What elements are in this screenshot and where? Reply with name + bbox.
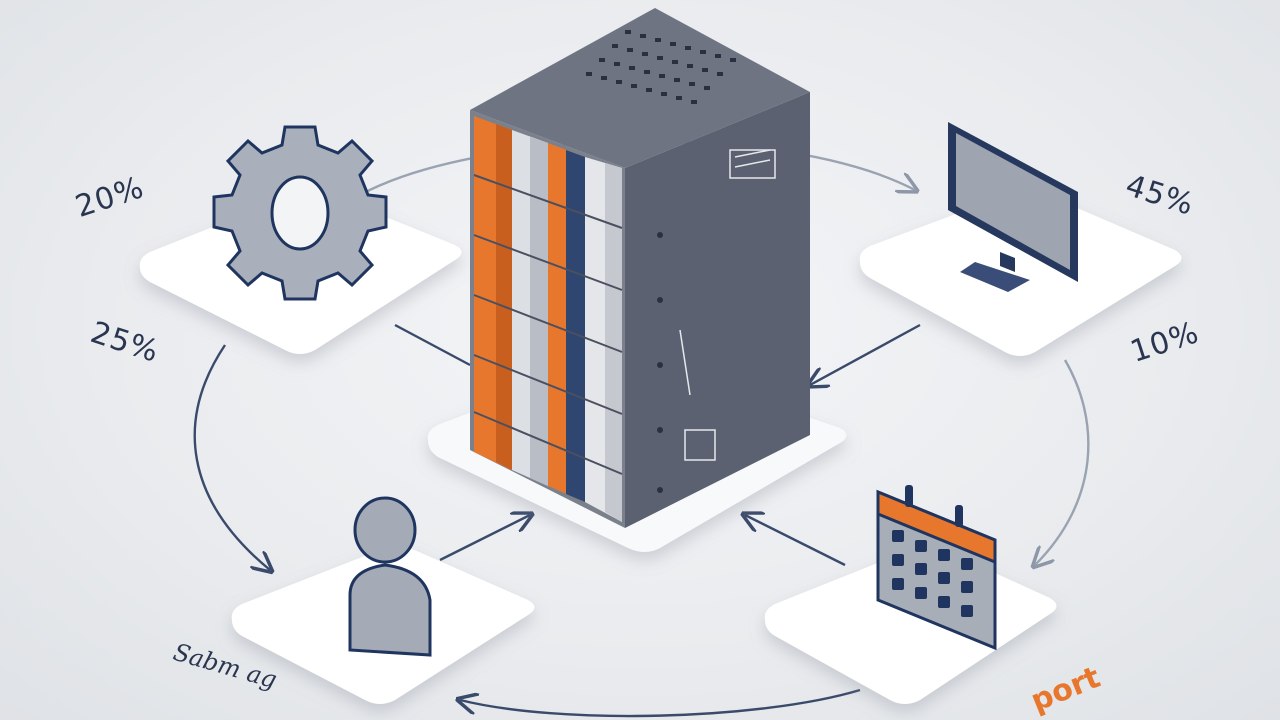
rack-side-panel [625,92,810,528]
platform-monitor [859,189,1182,356]
spoke-settings [394,323,471,367]
arrow-right [1035,359,1090,565]
server-rack [470,8,810,528]
spoke-calendar [745,515,846,567]
rack-side-details [679,149,776,461]
rack-blades [474,116,622,522]
arrow-bottom [460,688,861,718]
rack-vents [586,30,736,104]
user-icon [348,496,432,657]
rack-top [470,8,810,168]
arrow-left [193,344,270,570]
rack-side-rivets [657,232,663,493]
spoke-monitor [810,323,921,385]
rack-slot-lines [473,174,623,475]
spoke-user [439,515,530,562]
gear-icon [212,125,388,301]
monitor-icon [948,122,1078,292]
calendar-icon [876,485,997,651]
